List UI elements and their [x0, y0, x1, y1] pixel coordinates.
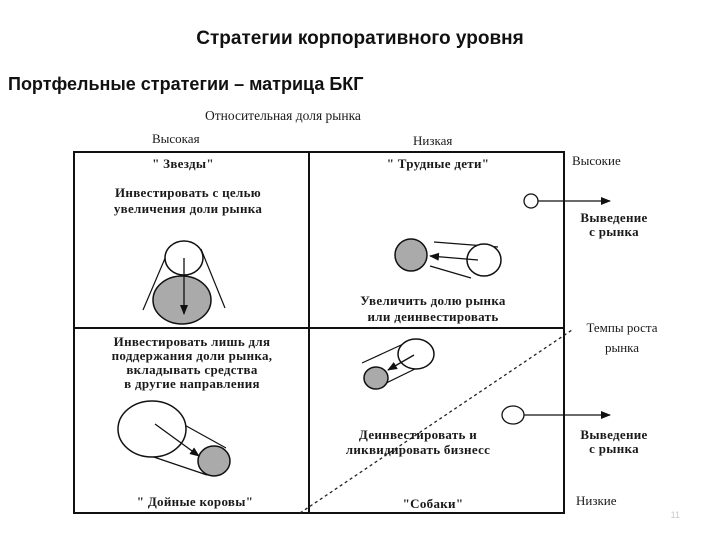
cash-cows-filled-circle [197, 445, 231, 477]
cash-cows-strategy-line3: вкладывать средства [126, 362, 258, 377]
y-axis-high-label: Высокие [572, 153, 621, 168]
cash-cows-strategy-line1: Инвестировать лишь для [113, 334, 271, 349]
dogs-strategy-line2: ликвидировать бизнесс [345, 442, 491, 457]
cash-cows-name: " Дойные коровы" [136, 494, 254, 509]
exit-top-line2: с рынка [589, 224, 639, 239]
slide-subtitle: Портфельные стратегии – матрица БКГ [8, 74, 364, 94]
cash-cows-strategy-line2: поддержания доли рынка, [111, 348, 273, 363]
x-axis-title: Относительная доля рынка [205, 108, 361, 123]
question-marks-name: " Трудные дети" [386, 156, 490, 171]
dogs-name: "Собаки" [402, 496, 464, 511]
cash-cows-open-circle [117, 400, 187, 458]
stars-name: " Звезды" [152, 156, 214, 171]
question-marks-open-circle [466, 243, 502, 277]
page-number: 11 [670, 510, 680, 520]
cash-cows-arrow [154, 423, 200, 457]
stars-trajectory [142, 240, 226, 325]
stars-strategy-line2: увеличения доли рынка [113, 201, 263, 216]
matrix-frame [73, 151, 565, 514]
dashed-diagonal-line [299, 329, 573, 514]
y-axis-low-label: Низкие [576, 493, 617, 508]
dogs-upper-open-circle [397, 338, 435, 370]
stars-large-circle [152, 275, 212, 325]
x-axis-low-label: Низкая [413, 133, 453, 148]
exit-top-line1: Выведение [580, 210, 648, 225]
exit-bottom-arrow [501, 405, 611, 425]
question-marks-trajectory [394, 238, 502, 279]
question-marks-arrow [429, 252, 479, 261]
stars-strategy-line1: Инвестировать с целью [115, 185, 261, 200]
exit-bottom-line1: Выведение [580, 427, 648, 442]
dogs-upper-trajectory [361, 338, 435, 390]
slide-title: Стратегии корпоративного уровня [196, 28, 524, 49]
question-marks-strategy-line2: или деинвестировать [367, 309, 499, 324]
cash-cows-strategy-line4: в другие направления [124, 376, 260, 391]
dogs-upper-arrow [387, 354, 415, 371]
question-marks-strategy-line1: Увеличить долю рынка [360, 293, 506, 308]
dogs-strategy-line1: Деинвестировать и [358, 427, 478, 442]
cash-cows-trajectory [117, 400, 231, 477]
x-axis-high-label: Высокая [152, 131, 200, 146]
question-marks-filled-circle [394, 238, 428, 272]
y-axis-title-line2: рынка [604, 340, 640, 355]
y-axis-title-line1: Темпы роста [586, 320, 658, 335]
exit-top-arrow [523, 193, 611, 209]
dogs-upper-filled-circle [363, 366, 389, 390]
exit-bottom-line2: с рынка [589, 441, 639, 456]
